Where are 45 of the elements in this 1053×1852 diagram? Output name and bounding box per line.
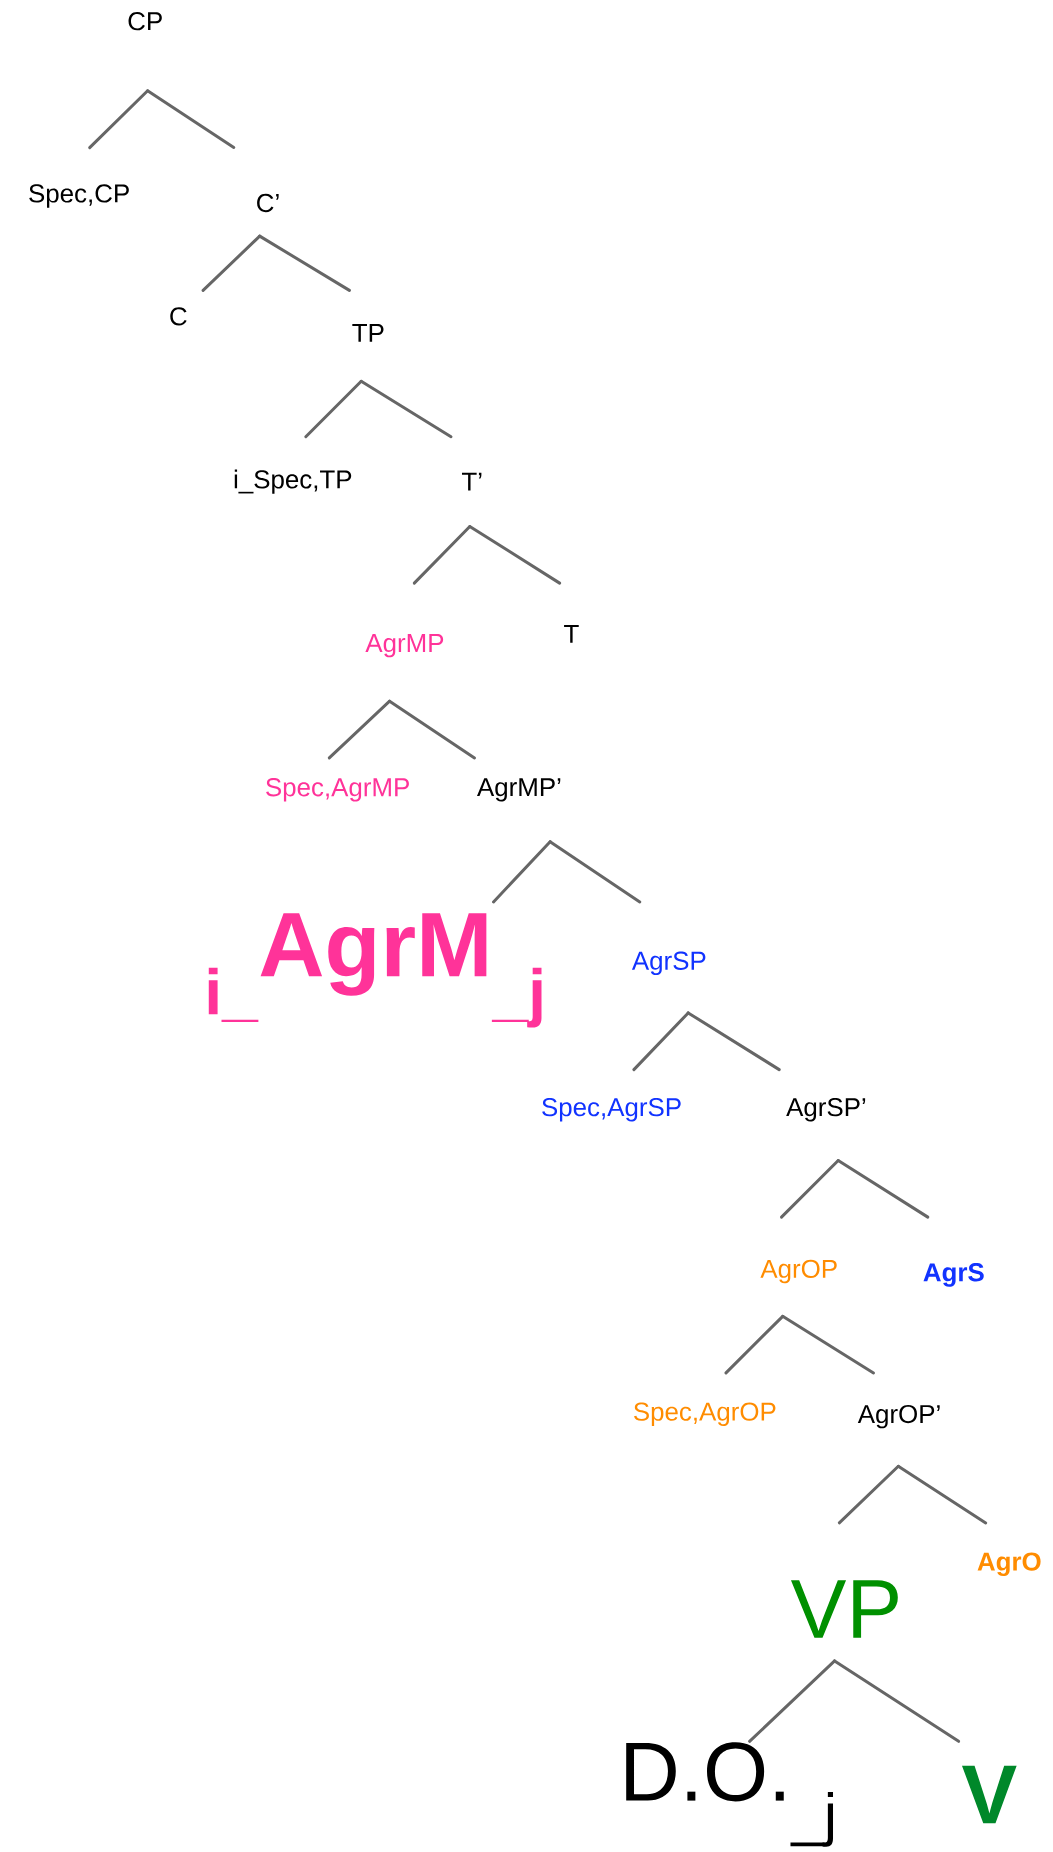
- tree-label: Spec,CP: [29, 184, 129, 208]
- tree-label: T: [564, 625, 579, 643]
- branch-line: [686, 1011, 781, 1072]
- tree-label: AgrSP’: [786, 1098, 866, 1122]
- tree-label: AgrOP: [760, 1259, 837, 1284]
- tree-label: AgrMP’: [477, 778, 561, 802]
- branch-line: [468, 525, 562, 585]
- tree-label: AgrS: [923, 1263, 984, 1287]
- branch-line: [258, 234, 351, 292]
- tree-label: Spec,AgrSP: [542, 1098, 681, 1122]
- branch-line: [833, 1659, 961, 1743]
- tree-label: AgrMP: [365, 634, 444, 658]
- tree-label: VP: [790, 1580, 898, 1638]
- tree-label: AgrO: [977, 1552, 1041, 1576]
- tree-label: C: [170, 307, 187, 326]
- branch-line: [327, 699, 392, 760]
- tree-label: D.O.$_{_j}$: [626, 1742, 833, 1847]
- tree-label: V: [962, 1765, 1017, 1824]
- branch-line: [412, 525, 472, 585]
- branch-line: [724, 1314, 785, 1375]
- branch-line: [388, 699, 476, 760]
- branch-line: [837, 1464, 900, 1525]
- branch-line: [780, 1159, 840, 1219]
- tree-label: Spec,AgrMP: [266, 778, 409, 802]
- tree-label: AgrOP’: [857, 1404, 940, 1429]
- branch-line: [632, 1011, 690, 1072]
- branch-line: [88, 89, 150, 150]
- branch-line: [201, 234, 262, 292]
- tree-label: T’: [462, 472, 482, 491]
- tree-label: AgrSP: [631, 951, 706, 976]
- tree-label: C’: [257, 193, 279, 213]
- branch-line: [548, 840, 642, 904]
- branch-line: [304, 379, 363, 439]
- tree-label: CP: [128, 12, 162, 31]
- tree-label: $_{i_}$AgrM$_{_j}$: [208, 913, 542, 1028]
- branch-line: [836, 1159, 930, 1219]
- tree-label: i_Spec,TP: [234, 469, 352, 494]
- branch-line: [492, 840, 552, 904]
- branch-line: [781, 1314, 875, 1375]
- branch-line: [748, 1659, 837, 1743]
- tree-label: Spec,AgrOP: [634, 1402, 776, 1426]
- tree-label: TP: [352, 324, 384, 342]
- branch-line: [896, 1464, 988, 1525]
- branch-line: [359, 379, 453, 439]
- branch-line: [146, 89, 236, 149]
